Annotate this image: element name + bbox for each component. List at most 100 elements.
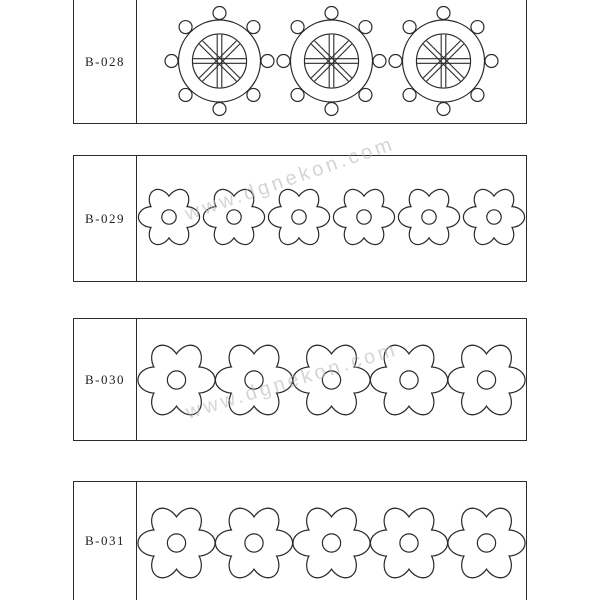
- pattern-strip-b-029: B-029: [73, 155, 527, 282]
- wheel-handle-knob: [372, 53, 387, 69]
- flower-petal: [483, 508, 511, 541]
- flower-center: [399, 533, 419, 553]
- wheel-spoke: [422, 40, 461, 79]
- flower-petal: [483, 382, 511, 415]
- flower-petal: [250, 382, 279, 415]
- flower-petal: [361, 218, 384, 244]
- wheel-handle-knob: [290, 87, 305, 103]
- flower: [292, 344, 371, 416]
- flower-center: [421, 209, 437, 225]
- flower-center: [166, 533, 187, 553]
- wheel-spoke: [314, 43, 353, 82]
- flower-petal: [166, 190, 189, 216]
- pattern-drawing: [137, 507, 526, 579]
- flower-center: [356, 209, 372, 225]
- wheel-handle-knob: [470, 87, 485, 103]
- wheel-handle-knob: [164, 53, 179, 69]
- wheel-spoke: [426, 43, 465, 82]
- pattern-code-label: B-031: [74, 482, 137, 600]
- wheel-spoke: [198, 40, 237, 79]
- pattern-code-label: B-028: [74, 0, 137, 123]
- wheel-handle-knob: [324, 101, 339, 117]
- wheel-spoke: [202, 40, 241, 79]
- wheel-handle-knob: [276, 53, 291, 69]
- wheel-handle-knob: [436, 101, 451, 117]
- flower: [447, 507, 526, 579]
- wheel-handle-knob: [388, 53, 403, 69]
- wheel-spoke: [314, 40, 353, 79]
- flower-center: [321, 533, 342, 553]
- flower-petal: [491, 218, 514, 244]
- pattern-code-label: B-029: [74, 156, 137, 281]
- wheel-spoke: [310, 43, 349, 82]
- wheel-inner-ring: [303, 33, 360, 89]
- flower: [214, 344, 294, 416]
- ship-wheel: [388, 5, 499, 117]
- flower: [137, 507, 216, 579]
- flower-petal: [361, 190, 384, 216]
- flower-petal: [384, 508, 413, 541]
- flower-center: [244, 370, 264, 390]
- wheel-handle-knob: [260, 53, 275, 69]
- flower-petal: [409, 190, 432, 216]
- flower-petal: [462, 345, 490, 378]
- wheel-handle-knob: [246, 87, 261, 103]
- flower-petal: [173, 508, 201, 541]
- wheel-handle-knob: [358, 87, 373, 103]
- flower-petal: [483, 345, 511, 378]
- ship-wheel: [164, 5, 275, 117]
- wheel-inner-ring: [191, 33, 248, 89]
- flower-petal: [296, 190, 319, 216]
- flower-center: [476, 533, 497, 553]
- flower-petal: [405, 545, 434, 578]
- wheel-handle-knob: [178, 87, 193, 103]
- wheel-spoke: [198, 43, 237, 82]
- wheel-handle-knob: [484, 53, 499, 69]
- flower-petal: [405, 508, 434, 541]
- flower-center: [476, 370, 497, 390]
- flower-petal: [474, 190, 497, 216]
- flower-center: [291, 209, 307, 225]
- flower-petal: [152, 345, 180, 378]
- flower: [292, 507, 371, 579]
- flower-petal: [149, 190, 172, 216]
- wheel-handle-knob: [358, 19, 373, 35]
- wheel-spoke: [426, 40, 465, 79]
- flower-petal: [214, 190, 237, 216]
- wheel-spoke: [310, 40, 349, 79]
- flower-petal: [166, 218, 189, 244]
- flower-petal: [231, 218, 254, 244]
- wheel-handle-knob: [402, 19, 417, 35]
- pattern-drawing: [137, 188, 526, 246]
- flower: [202, 188, 266, 246]
- flower-petal: [483, 545, 511, 578]
- pattern-strip-b-030: B-030: [73, 318, 527, 441]
- flower-petal: [296, 218, 319, 244]
- flower-petal: [307, 345, 335, 378]
- pattern-artwork: [137, 319, 526, 440]
- flower-petal: [328, 382, 356, 415]
- flower: [447, 344, 526, 416]
- flower-petal: [426, 218, 449, 244]
- wheel-handle-knob: [212, 101, 227, 117]
- flower-petal: [152, 508, 180, 541]
- flower-petal: [491, 190, 514, 216]
- pattern-code-label: B-030: [74, 319, 137, 440]
- wheel-inner-ring: [415, 33, 472, 89]
- flower: [214, 507, 294, 579]
- flower-petal: [384, 345, 413, 378]
- ship-wheel: [276, 5, 387, 117]
- flower-petal: [344, 190, 367, 216]
- flower: [137, 188, 201, 246]
- wheel-handle-knob: [402, 87, 417, 103]
- flower-petal: [229, 345, 258, 378]
- flower: [462, 188, 526, 246]
- flower-petal: [250, 545, 279, 578]
- flower-petal: [405, 345, 434, 378]
- flower-petal: [250, 345, 279, 378]
- flower: [369, 507, 449, 579]
- wheel-handle-knob: [290, 19, 305, 35]
- wheel-handle-knob: [470, 19, 485, 35]
- flower-petal: [173, 545, 201, 578]
